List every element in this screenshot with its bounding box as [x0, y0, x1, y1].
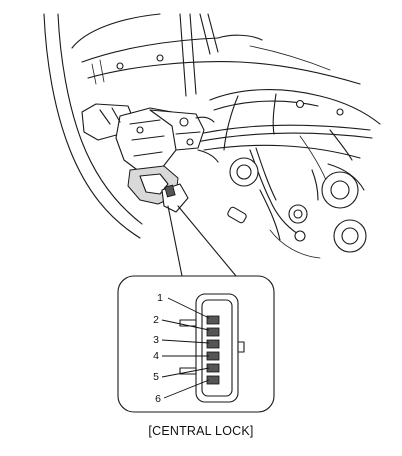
door-panel [43, 13, 361, 239]
pin-label-3: 3 [153, 334, 159, 346]
pin-label-5: 5 [153, 371, 159, 383]
callout-lines [167, 205, 237, 277]
pin-labels: 1 2 3 4 5 6 [153, 292, 163, 405]
lock-cables [189, 124, 373, 235]
central-lock-actuator [81, 103, 219, 213]
connector [179, 293, 245, 403]
pin-label-1: 1 [157, 292, 163, 304]
pin-leaders [161, 297, 210, 399]
pin-label-4: 4 [153, 350, 159, 362]
door-components-right [227, 157, 367, 259]
pin-label-2: 2 [153, 314, 159, 326]
pin-label-6: 6 [155, 393, 161, 405]
inner-frame [116, 54, 381, 151]
window-rails [179, 13, 219, 97]
diagram-caption: [CENTRAL LOCK] [148, 424, 254, 438]
